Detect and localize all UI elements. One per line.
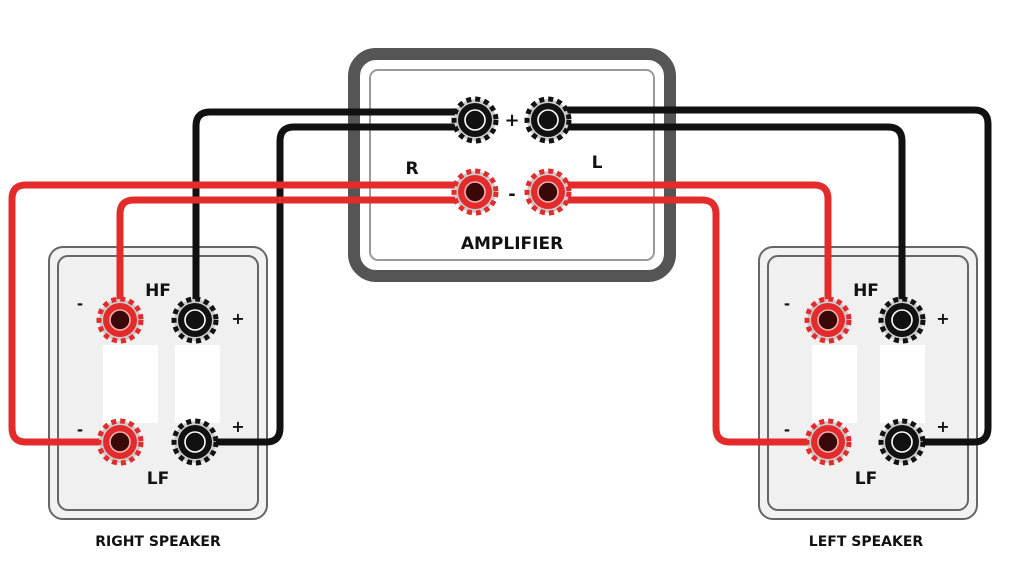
terminal-socket xyxy=(537,181,559,203)
amp-left-negative-terminal xyxy=(524,168,572,216)
wire-right-hf-positive xyxy=(192,108,460,320)
right-hf-minus-label: - xyxy=(77,295,83,313)
wire-left-hf-positive xyxy=(565,123,906,320)
terminal-gear xyxy=(878,418,926,466)
left-speaker-bridge xyxy=(812,345,857,423)
right-lf-label: LF xyxy=(147,469,169,489)
terminal-gear xyxy=(804,296,852,344)
terminal-socket xyxy=(464,181,486,203)
terminal-socket xyxy=(109,309,131,331)
right-speaker-title: RIGHT SPEAKER xyxy=(95,534,221,550)
left-speaker-bridge xyxy=(880,345,925,423)
left-hf-negative-terminal xyxy=(804,296,852,344)
terminal-socket xyxy=(184,431,206,453)
right-hf-plus-label: + xyxy=(231,309,244,328)
amp-left-positive-terminal xyxy=(524,96,572,144)
terminal-gear xyxy=(171,296,219,344)
right-speaker-bridge xyxy=(175,345,220,423)
terminal-socket xyxy=(184,309,206,331)
terminal-socket xyxy=(464,109,486,131)
right-hf-negative-terminal xyxy=(96,296,144,344)
terminal-socket xyxy=(817,431,839,453)
left-speaker-title: LEFT SPEAKER xyxy=(809,534,924,550)
wire-left-hf-negative xyxy=(565,181,832,320)
wire-right-lf-negative xyxy=(8,181,460,446)
terminal-socket xyxy=(817,309,839,331)
right-lf-plus-label: + xyxy=(231,417,244,436)
amplifier-title: AMPLIFIER xyxy=(461,234,563,254)
amp-minus-label: - xyxy=(508,184,515,205)
left-hf-positive-terminal xyxy=(878,296,926,344)
right-lf-negative-terminal xyxy=(96,418,144,466)
amp-plus-label: + xyxy=(504,110,519,131)
amp-right-negative-terminal xyxy=(451,168,499,216)
terminal-socket xyxy=(537,109,559,131)
left-lf-positive-terminal xyxy=(878,418,926,466)
terminal-socket xyxy=(891,309,913,331)
left-lf-negative-terminal xyxy=(804,418,852,466)
amp-right-channel-label: R xyxy=(405,159,418,179)
left-hf-label: HF xyxy=(853,281,879,301)
amp-left-channel-label: L xyxy=(592,153,603,173)
wire-left-lf-negative xyxy=(565,196,828,446)
terminal-gear xyxy=(451,96,499,144)
right-hf-positive-terminal xyxy=(171,296,219,344)
terminal-socket xyxy=(891,431,913,453)
left-hf-minus-label: - xyxy=(784,295,790,313)
terminal-gear xyxy=(96,418,144,466)
amp-right-positive-terminal xyxy=(451,96,499,144)
wire-right-lf-positive xyxy=(195,123,460,446)
terminal-gear xyxy=(878,296,926,344)
right-lf-positive-terminal xyxy=(171,418,219,466)
right-lf-minus-label: - xyxy=(77,421,83,439)
terminal-gear xyxy=(524,168,572,216)
left-lf-plus-label: + xyxy=(936,417,949,436)
amplifier-panel xyxy=(369,69,655,261)
left-lf-minus-label: - xyxy=(784,421,790,439)
right-speaker-bridge xyxy=(103,345,158,423)
left-hf-plus-label: + xyxy=(936,309,949,328)
terminal-gear xyxy=(524,96,572,144)
terminal-gear xyxy=(451,168,499,216)
right-hf-label: HF xyxy=(145,281,171,301)
terminal-gear xyxy=(804,418,852,466)
terminal-gear xyxy=(96,296,144,344)
wire-right-hf-negative xyxy=(116,196,460,320)
terminal-gear xyxy=(171,418,219,466)
terminal-socket xyxy=(109,431,131,453)
left-lf-label: LF xyxy=(855,469,877,489)
wire-left-lf-positive xyxy=(565,106,992,446)
